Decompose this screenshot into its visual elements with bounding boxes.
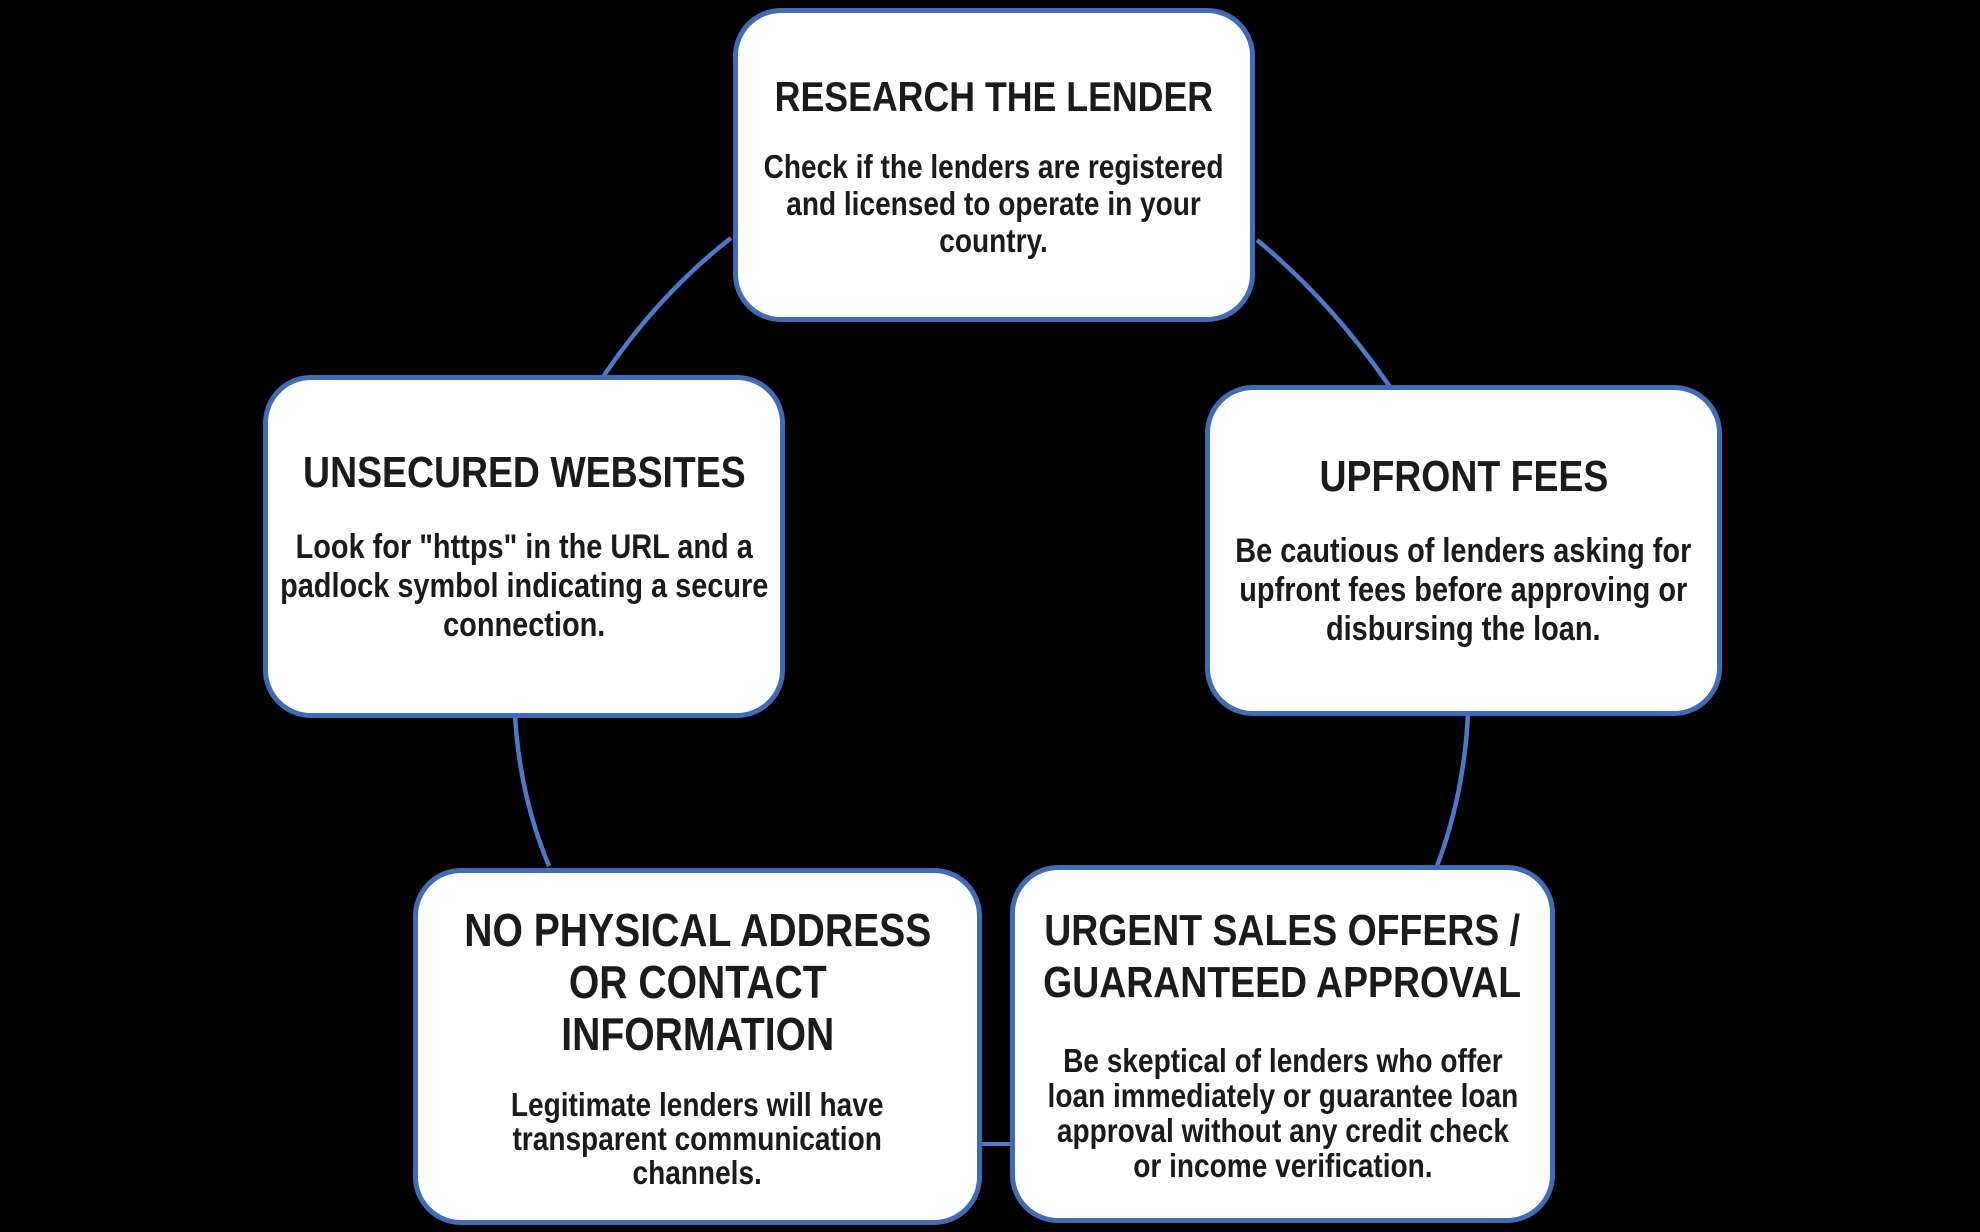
connector-top-to-right-arc [1255,238,1392,389]
connector-left-to-top-arc [601,236,733,379]
node-upfront-fees: UPFRONT FEES Be cautious of lenders aski… [1205,385,1722,716]
node-unsecured-websites: UNSECURED WEBSITES Look for "https" in t… [263,375,785,718]
node-title: RESEARCH THE LENDER [774,72,1214,120]
node-title: UNSECURED WEBSITES [302,448,746,497]
node-research-the-lender: RESEARCH THE LENDER Check if the lenders… [733,8,1255,322]
connector-left-to-bottomleft-arc [512,715,552,867]
node-urgent-sales-offers: URGENT SALES OFFERS /GUARANTEED APPROVAL… [1010,865,1555,1223]
connector-right-to-bottomright-arc [1434,713,1471,867]
node-title: UPFRONT FEES [1319,452,1608,501]
node-title: URGENT SALES OFFERS /GUARANTEED APPROVAL [1043,906,1522,1007]
